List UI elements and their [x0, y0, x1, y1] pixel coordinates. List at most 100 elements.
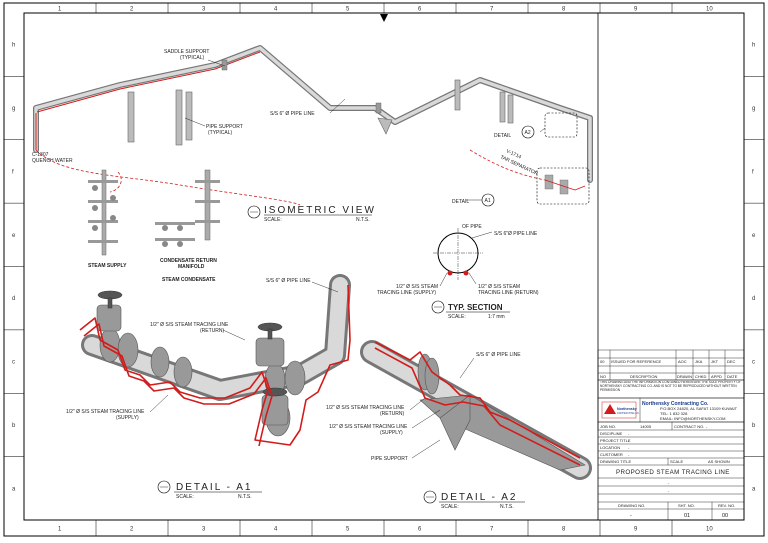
drawing-title: PROPOSED STEAM TRACING LINE [616, 469, 730, 476]
customer-value: - [628, 452, 630, 457]
section-supply-label-2: TRACING LINE (SUPPLY) [377, 290, 436, 296]
rev-row-no: 00 [600, 359, 605, 364]
grid-row-h-left: h [12, 43, 15, 49]
company-email: EMAIL: INFO@NORTHENSKY.COM [660, 416, 725, 421]
grid-row-e-left: e [12, 233, 16, 239]
detail-a1-label: DETAIL [452, 199, 469, 205]
grid-row-h-right: h [752, 43, 755, 49]
sheet-no-label: SHT. NO. [678, 503, 695, 508]
job-no-label: JOB NO. [600, 424, 616, 429]
grid-row-d-right: d [752, 296, 755, 302]
grid-row-d-left: d [12, 296, 15, 302]
grid-column-8-bottom: 8 [562, 527, 566, 533]
discipline-label: DISCIPLINE [600, 431, 623, 436]
rev-header-description: DESCRIPTION [630, 374, 657, 379]
condensate-manifold-label: CONDENSATE RETURN [160, 258, 217, 264]
isometric-scale-label: SCALE: [264, 217, 282, 223]
grid-column-10-bottom: 10 [706, 527, 713, 533]
a1-pipe-line-label: S/S 6" Ø PIPE LINE [266, 278, 311, 284]
section-return-label-2: TRACING LINE (RETURN) [478, 290, 539, 296]
grid-row-f-right: f [752, 169, 754, 175]
grid-row-b-left: b [12, 423, 16, 429]
title-line-3: - [668, 488, 670, 493]
tar-separator-equipment [536, 112, 590, 205]
rev-header-appd: APPD [711, 374, 722, 379]
a2-tracing-line [374, 341, 581, 459]
grid-row-b-right: b [752, 423, 756, 429]
typical-section-view: OF PIPE S/S 6"Ø PIPE LINE 1/2" Ø S/S STE… [377, 224, 539, 320]
typ-section-title: TYP. SECTION [448, 303, 503, 312]
grid-column-5-bottom: 5 [346, 527, 350, 533]
of-pipe-label: OF PIPE [462, 224, 482, 230]
a1-return-label: 1/2" Ø S/S STEAM TRACING LINE [150, 322, 229, 328]
grid-column-2-bottom: 2 [130, 527, 134, 533]
isometric-view-title: ISOMETRIC VIEW [264, 205, 376, 216]
company-address: P.O.BOX 24820, AL SAFAT 13109 KUWAIT [660, 406, 738, 411]
detail-tag-a2: A2 DETAIL [494, 125, 535, 139]
a2-pipe-support-label: PIPE SUPPORT [371, 456, 408, 462]
project-title-value: - [628, 438, 630, 443]
grid-column-1-top: 1 [58, 7, 62, 13]
saddle-support-typical: (TYPICAL) [180, 55, 205, 61]
detail-a2-scale-value: N.T.S. [500, 504, 514, 510]
a1-supply-label: 1/2" Ø S/S STEAM TRACING LINE [66, 409, 145, 415]
title-line-2: - [668, 480, 670, 485]
detail-a1-title: DETAIL - A1 [176, 482, 252, 493]
discipline-value: - [628, 431, 630, 436]
a2-return-label: 1/2" Ø S/S STEAM TRACING LINE [326, 405, 405, 411]
company-tel: TEL: 1 832 328 [660, 411, 688, 416]
customer-label: CUSTOMER [600, 452, 623, 457]
isometric-view: A2 DETAIL A1 DETAIL SADDLE SUPPORT (TYPI… [32, 45, 593, 283]
drawing-no-value: - [630, 513, 632, 519]
detail-a1-tag-text: A1 [485, 198, 491, 204]
grid-column-6-bottom: 6 [418, 527, 422, 533]
title-block: ISSUED FOR REFERENCE 00 AOC JKA JKT DEC … [597, 13, 745, 520]
rev-no-label: REV. NO. [718, 503, 735, 508]
grid-column-7-bottom: 7 [490, 527, 494, 533]
quench-water-label: QUENCH WATER [32, 158, 73, 164]
confidentiality-note: THIS DRAWING AND THE INFORMATION CONTAIN… [600, 381, 741, 392]
grid-row-c-left: c [12, 360, 15, 366]
pipe-support-typical: (TYPICAL) [208, 130, 233, 136]
grid-column-1-bottom: 1 [58, 527, 62, 533]
scale-value: AS SHOWN [708, 459, 730, 464]
grid-column-8-top: 8 [562, 7, 566, 13]
a2-supply-label: 1/2" Ø S/S STEAM TRACING LINE [329, 424, 408, 430]
detail-a2-scale-label: SCALE: [441, 504, 459, 510]
centering-mark-icon [380, 14, 388, 22]
detail-a1-view: S/S 6" Ø PIPE LINE 1/2" Ø S/S STEAM TRAC… [66, 274, 351, 500]
grid-column-4-bottom: 4 [274, 527, 278, 533]
a2-pipe-line-label: S/S 6" Ø PIPE LINE [476, 352, 521, 358]
grid-column-5-top: 5 [346, 7, 350, 13]
detail-tag-a1: A1 DETAIL [452, 193, 495, 207]
rev-header-date: DATE [727, 374, 738, 379]
steam-supply-station [88, 169, 118, 256]
rev-header-no: NO [600, 374, 606, 379]
project-title-label: PROJECT TITLE [600, 438, 631, 443]
grid-row-e-right: e [752, 233, 756, 239]
rev-header-drawn: DRAWN [677, 374, 692, 379]
grid-column-10-top: 10 [706, 7, 713, 13]
location-label: LOCATION [600, 445, 620, 450]
grid-column-3-bottom: 3 [202, 527, 206, 533]
grid-column-4-top: 4 [274, 7, 278, 13]
typ-section-scale-label: SCALE: [448, 314, 466, 320]
section-supply-label: 1/2" Ø S/S STEAM [396, 284, 438, 290]
grid-column-2-top: 2 [130, 7, 134, 13]
contract-no-value: - [706, 424, 708, 429]
detail-a2-label: DETAIL [494, 133, 511, 139]
steam-supply-label: STEAM SUPPLY [88, 263, 127, 269]
grid-row-f-left: f [12, 169, 14, 175]
steam-condensate-label: STEAM CONDENSATE [162, 277, 216, 283]
tracing-line-dashed [35, 149, 301, 206]
drawing-title-label: DRAWING TITLE [600, 459, 631, 464]
grid-row-g-left: g [12, 106, 15, 112]
contract-no-label: CONTRACT NO. [674, 424, 704, 429]
company-logo: Northensky CONTRACTING CO. [601, 401, 640, 419]
quench-tag: C-1307 [32, 152, 49, 158]
grid-row-c-right: c [752, 360, 755, 366]
grid-column-6-top: 6 [418, 7, 422, 13]
a1-return-label-2: (RETURN) [200, 328, 224, 334]
section-pipe-line-label: S/S 6"Ø PIPE LINE [494, 231, 538, 237]
